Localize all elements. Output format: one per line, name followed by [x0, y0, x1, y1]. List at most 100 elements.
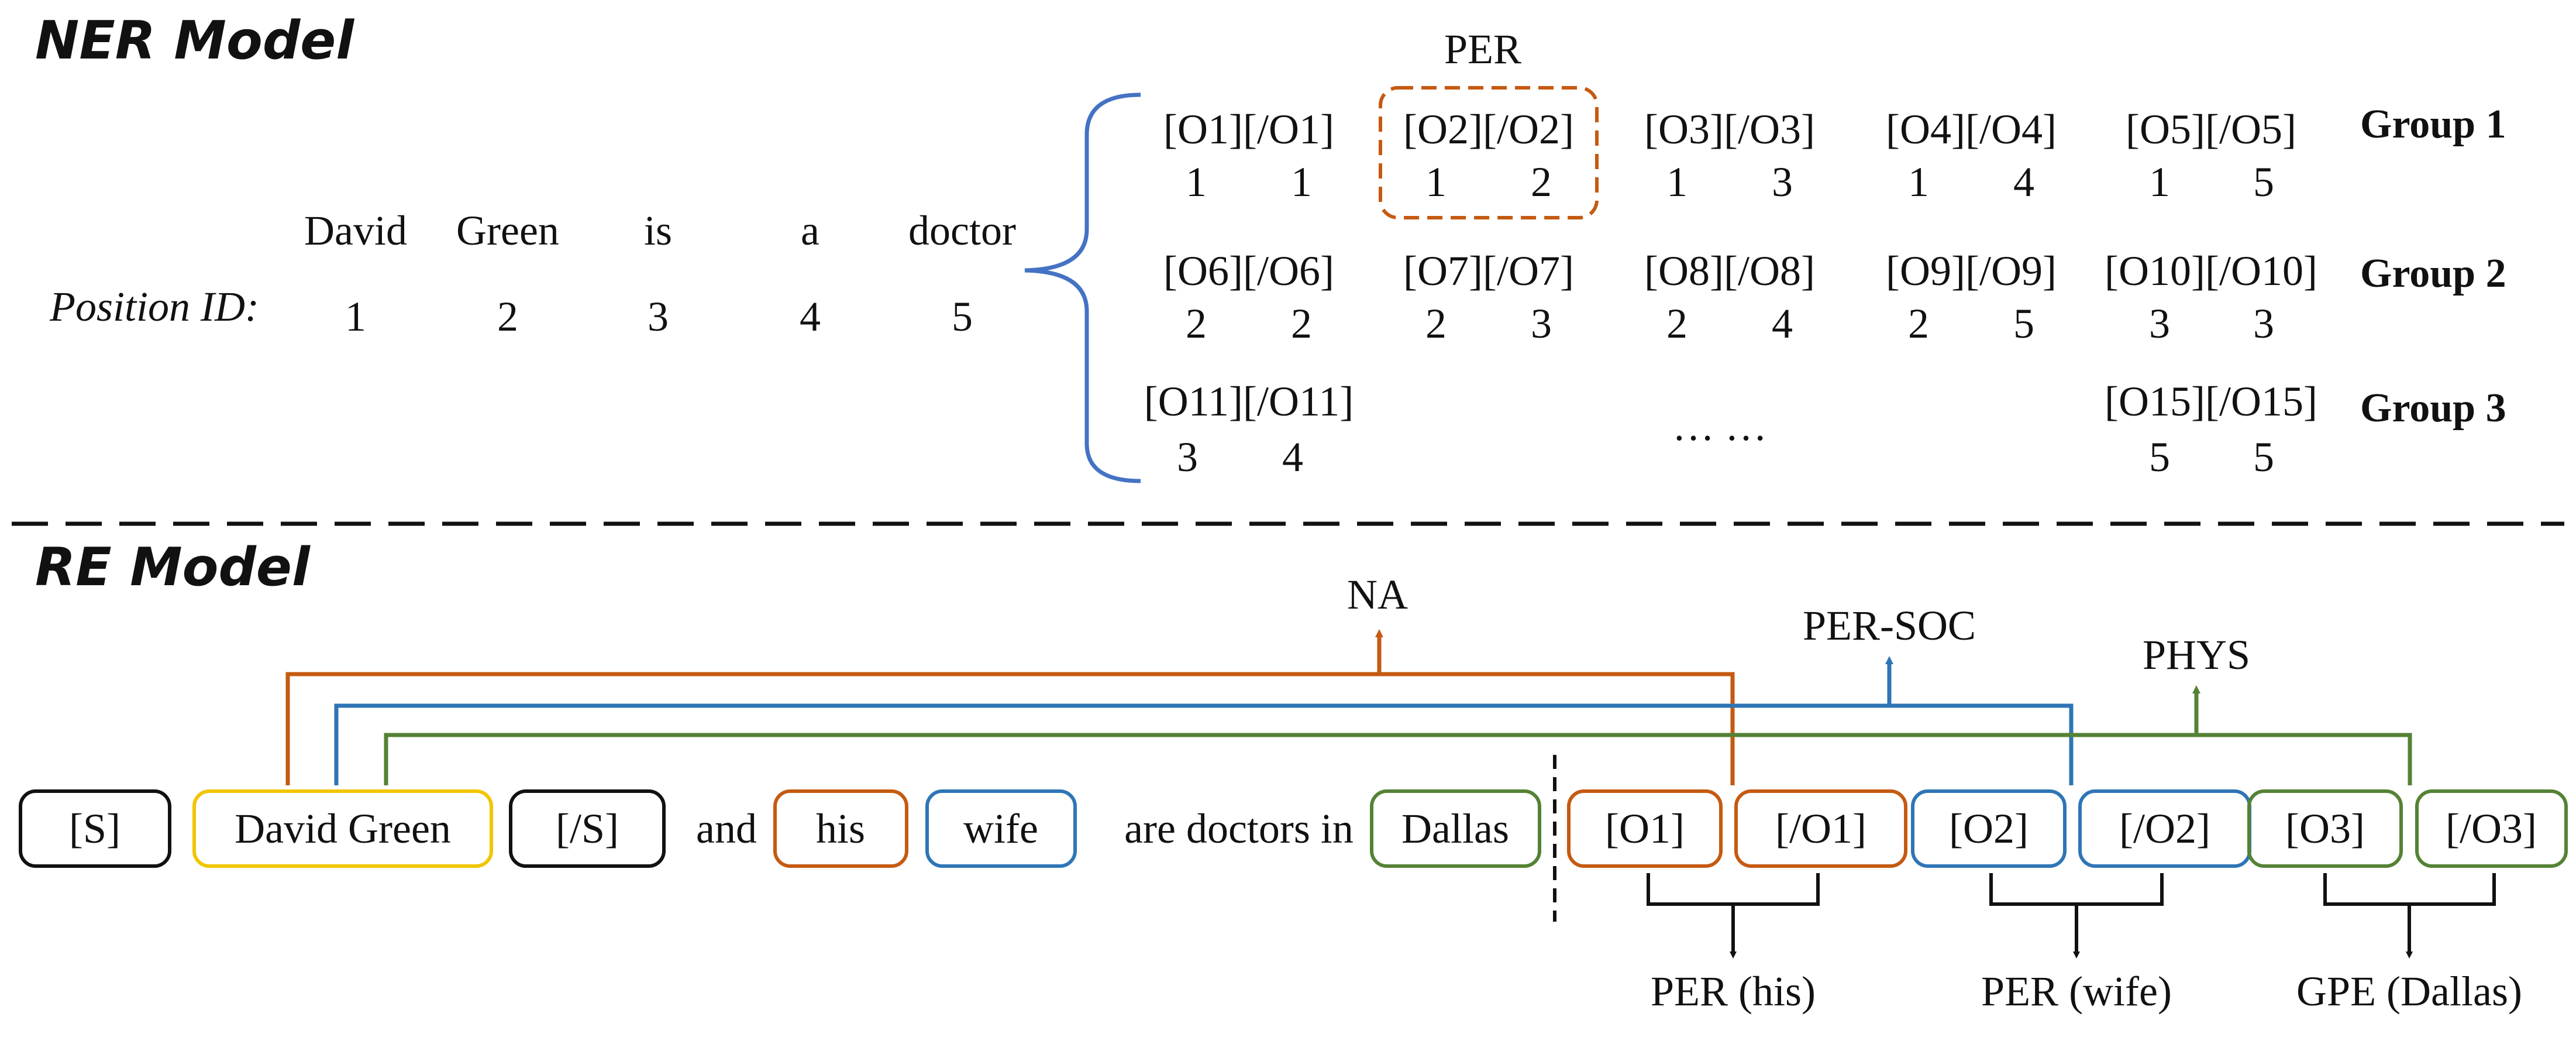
ner-section: NER Model David Green is a doctor Positi… [35, 10, 2506, 483]
group-label: Group 1 [2360, 102, 2506, 147]
word-and: and [696, 805, 757, 852]
wife-box [925, 789, 1077, 868]
span-tokens: [O9][/O9] [1886, 248, 2057, 294]
subject-end-text: [/S] [556, 805, 619, 852]
o2-end-text: [/O2] [2119, 805, 2210, 852]
o3-start-marker [2247, 789, 2403, 868]
span-grid: [O1][/O1] 1 1 [O2][/O2] 1 2 [O3][/O3] 1 … [1144, 106, 2317, 480]
bracket-o2 [1989, 873, 2164, 906]
span-start: 1 [1908, 159, 1929, 205]
bracket-o1 [1647, 873, 1820, 906]
ner-word: doctor [908, 207, 1016, 254]
o3-end-text: [/O3] [2446, 805, 2537, 852]
ner-sentence: David Green is a doctor [304, 207, 1016, 254]
o3-start-text: [O3] [2285, 805, 2365, 852]
o1-start-marker [1567, 789, 1723, 868]
his-text: his [816, 805, 865, 852]
subject-box [192, 789, 493, 868]
span-start: 1 [1425, 159, 1447, 205]
subject-start-text: [S] [69, 805, 120, 852]
per-soc-connector [334, 703, 2074, 785]
o3-end-marker [2415, 789, 2568, 868]
span-start: 3 [1177, 434, 1198, 480]
entity-type-dallas: GPE (Dallas) [2296, 968, 2522, 1015]
span-start: 5 [2149, 434, 2170, 480]
span-end: 3 [1772, 159, 1793, 205]
span-tokens: [O10][/O10] [2105, 248, 2317, 294]
span-tokens: [O3][/O3] [1644, 106, 1815, 153]
o1-end-marker [1734, 789, 1907, 868]
ellipsis: … … [1672, 403, 1767, 449]
per-highlight-box [1379, 86, 1599, 219]
entity-type-brackets [1647, 873, 2496, 959]
group-3-row: [O11][/O11] 3 4 … … [O15][/O15] 5 5 [1144, 378, 2317, 480]
span-start: 3 [2149, 300, 2170, 347]
span-end: 5 [2013, 300, 2034, 347]
span-start: 2 [1186, 300, 1207, 347]
words-are-doctors-in: are doctors in [1124, 805, 1354, 852]
span-start: 2 [1666, 300, 1688, 347]
span-tokens: [O2][/O2] [1403, 106, 1574, 153]
ner-title: NER Model [35, 10, 354, 71]
o2-start-marker [1911, 789, 2067, 868]
span-end: 4 [2013, 159, 2034, 205]
ner-word: David [304, 207, 407, 254]
dallas-box [1370, 789, 1541, 868]
re-section: RE Model NA PER-SOC PHYS [S] David Green… [19, 537, 2568, 1015]
span-tokens: [O8][/O8] [1644, 248, 1815, 294]
position-id: 4 [800, 293, 821, 340]
position-id-label: Position ID: [49, 283, 259, 330]
group-2-row: [O6][/O6] 2 2 [O7][/O7] 2 3 [O8][/O8] 2 … [1163, 248, 2317, 347]
o2-start-text: [O2] [1949, 805, 2029, 852]
span-tokens: [O6][/O6] [1163, 248, 1334, 294]
his-box [773, 789, 908, 868]
span-start: 1 [1666, 159, 1688, 205]
span-start: 2 [1425, 300, 1447, 347]
re-title: RE Model [35, 537, 311, 598]
entity-type-wife: PER (wife) [1981, 968, 2172, 1015]
dallas-text: Dallas [1401, 805, 1509, 852]
position-id: 1 [345, 293, 366, 340]
group-labels: Group 1 Group 2 Group 3 [2360, 102, 2506, 431]
position-id: 3 [648, 293, 669, 340]
position-id: 2 [497, 293, 518, 340]
span-tokens: [O5][/O5] [2126, 106, 2296, 153]
group-label: Group 2 [2360, 251, 2506, 296]
relation-phys: PHYS [2143, 631, 2250, 678]
re-sentence: [S] David Green [/S] and his wife are do… [19, 755, 2568, 922]
span-end: 5 [2253, 434, 2274, 480]
wife-text: wife [963, 805, 1038, 852]
relation-per-soc: PER-SOC [1803, 602, 1976, 649]
ner-word: is [644, 207, 672, 254]
span-end: 3 [2253, 300, 2274, 347]
span-end: 2 [1291, 300, 1312, 347]
subject-start-marker [19, 789, 171, 868]
entity-type-labels: PER (his) PER (wife) GPE (Dallas) [1651, 968, 2522, 1015]
bracket-o3 [2323, 873, 2496, 906]
entity-type-his: PER (his) [1651, 968, 1816, 1015]
span-end: 4 [1282, 434, 1303, 480]
span-start: 1 [1186, 159, 1207, 205]
ner-word: a [801, 207, 819, 254]
ner-word: Green [456, 207, 559, 254]
phys-connector [384, 733, 2412, 785]
per-label: PER [1444, 26, 1521, 73]
position-ids: 1 2 3 4 5 [345, 293, 973, 340]
span-tokens: [O11][/O11] [1144, 378, 1354, 425]
span-tokens: [O4][/O4] [1886, 106, 2057, 153]
span-tokens: [O7][/O7] [1403, 248, 1574, 294]
span-start: 1 [2149, 159, 2170, 205]
span-end: 2 [1531, 159, 1552, 205]
na-connector [285, 672, 1735, 785]
span-tokens: [O1][/O1] [1163, 106, 1334, 153]
position-id: 5 [952, 293, 973, 340]
span-end: 1 [1291, 159, 1312, 205]
span-start: 2 [1908, 300, 1929, 347]
span-tokens: [O15][/O15] [2105, 378, 2317, 425]
subject-end-marker [509, 789, 666, 868]
o1-end-text: [/O1] [1775, 805, 1866, 852]
span-end: 3 [1531, 300, 1552, 347]
curly-brace [1024, 92, 1141, 483]
group-1-row: [O1][/O1] 1 1 [O2][/O2] 1 2 [O3][/O3] 1 … [1163, 106, 2296, 205]
